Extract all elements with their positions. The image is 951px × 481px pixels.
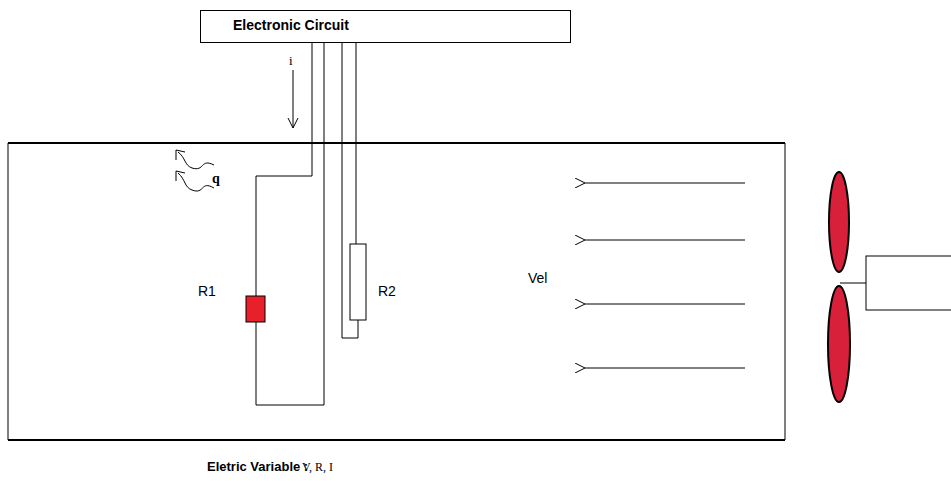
resistor-label: R2 <box>378 284 396 298</box>
resistor-symbol <box>246 296 265 322</box>
current-label: i <box>289 54 293 67</box>
current-arrow <box>288 70 298 128</box>
resistor-symbol <box>350 244 366 320</box>
flow-arrow <box>585 183 745 368</box>
box-title: Electronic Circuit <box>233 17 349 33</box>
variable-list: V, R, I <box>302 461 333 473</box>
heat-label: q <box>212 172 220 186</box>
circuit-box: Electronic Circuit <box>200 10 571 43</box>
velocity-label: Vel <box>528 271 547 285</box>
heat-arrow <box>176 150 214 191</box>
variable-caption: Eletric Variable : <box>207 460 308 473</box>
wire <box>256 42 358 405</box>
duct <box>8 143 785 440</box>
fan <box>828 172 951 402</box>
resistor-label: R1 <box>198 284 216 298</box>
